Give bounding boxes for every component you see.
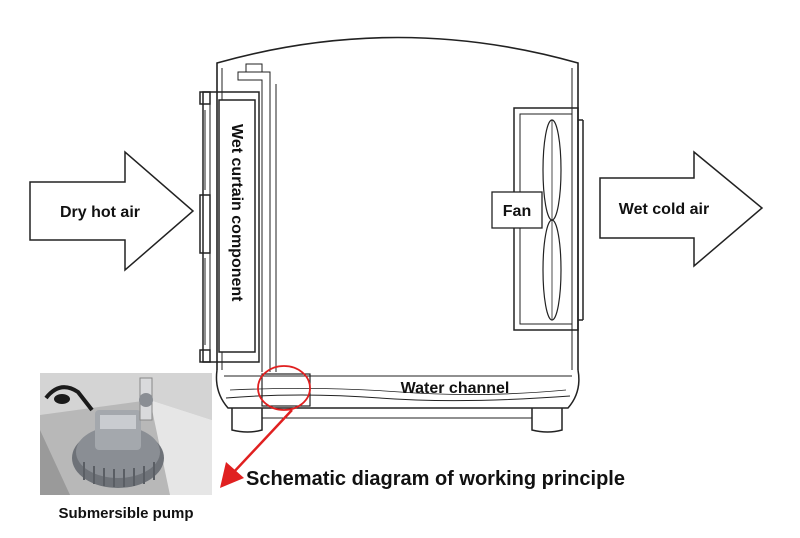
label-water-channel: Water channel [401, 380, 510, 397]
label-submersible-pump: Submersible pump [58, 505, 193, 522]
pump-photo [40, 373, 212, 495]
pump-compartment [261, 373, 311, 407]
fan-label-box [491, 191, 543, 229]
label-wet-cold-air: Wet cold air [619, 201, 709, 218]
label-fan: Fan [503, 203, 531, 220]
arrow-dry-hot-air [29, 150, 195, 272]
fan-blades [542, 119, 562, 321]
pump-highlight-circle [257, 365, 311, 411]
label-wet-curtain: Wet curtain component [228, 124, 245, 302]
water-pipe [237, 63, 277, 372]
wet-curtain-frame [199, 91, 260, 363]
diagram-caption: Schematic diagram of working principle [246, 468, 625, 490]
arrow-wet-cold-air [599, 150, 764, 268]
pump-pointer-head [220, 462, 244, 488]
label-dry-hot-air: Dry hot air [60, 204, 140, 221]
base-tray [215, 369, 580, 433]
pump-pointer-line [231, 409, 293, 475]
